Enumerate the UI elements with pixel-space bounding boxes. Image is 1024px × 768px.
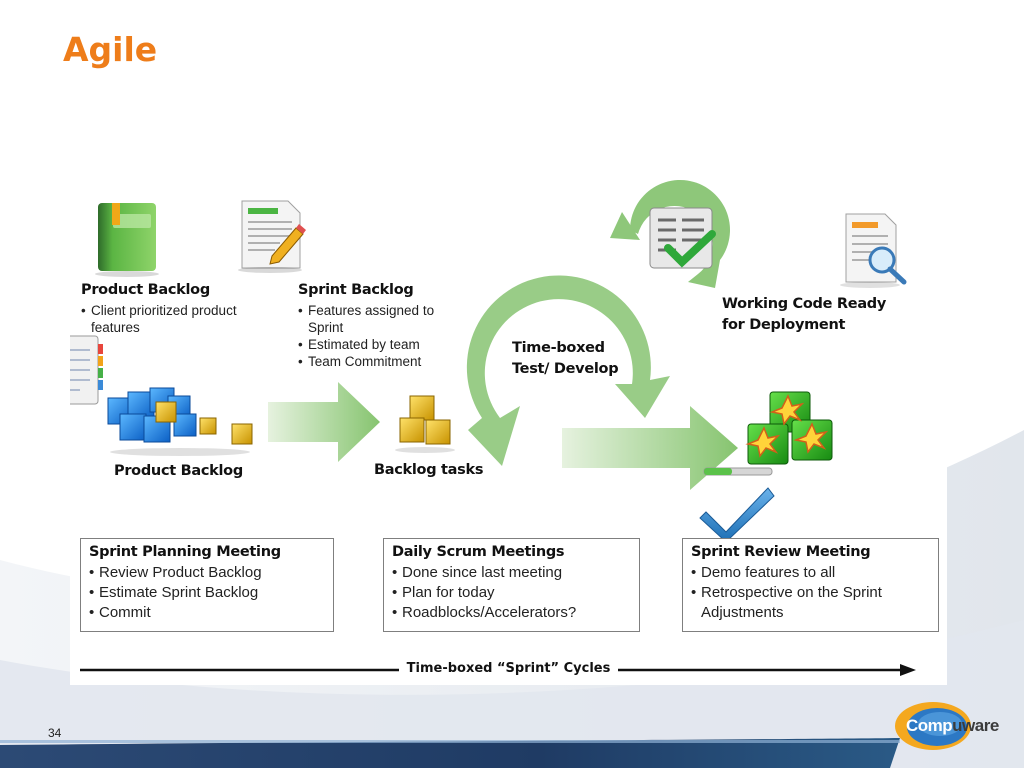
- deployment-cubes-icon: [745, 391, 833, 465]
- daily-scrum-bullets: Done since last meeting Plan for today R…: [392, 563, 631, 623]
- bullet-item: Retrospective on the Sprint Adjustments: [691, 583, 930, 623]
- bullet-item: Estimated by team: [298, 336, 458, 353]
- sprint-review-title: Sprint Review Meeting: [691, 544, 871, 560]
- flow-arrow-2: [562, 406, 738, 490]
- check-mark-icon: [699, 487, 775, 543]
- checklist-icon: [649, 207, 716, 269]
- notebook-icon: [70, 335, 103, 405]
- sprint-review-bullets: Demo features to all Retrospective on th…: [691, 563, 930, 623]
- product-backlog-label: Product Backlog: [114, 463, 243, 479]
- bullet-item: Plan for today: [392, 583, 631, 603]
- backlog-tasks-cubes-icon: [395, 395, 455, 453]
- bullet-item: Estimate Sprint Backlog: [89, 583, 325, 603]
- timeline-label: Time-boxed “Sprint” Cycles: [398, 661, 619, 676]
- working-code-line: Working Code Ready: [722, 296, 887, 312]
- bullet-item: Demo features to all: [691, 563, 930, 583]
- product-backlog-cubes-icon: [107, 387, 253, 456]
- document-search-icon: [840, 213, 907, 288]
- daily-loop-arrow: [630, 179, 730, 288]
- daily-scrum-title: Daily Scrum Meetings: [392, 544, 565, 560]
- bullet-item: Team Commitment: [298, 353, 458, 370]
- slide-title: Agile: [63, 30, 158, 69]
- sprint-backlog-heading: Sprint Backlog: [298, 282, 414, 298]
- document-pencil-icon: [238, 200, 306, 273]
- sprint-planning-bullets: Review Product Backlog Estimate Sprint B…: [89, 563, 325, 623]
- deployment-line: for Deployment: [722, 317, 846, 333]
- product-backlog-bullets: Client prioritized product features: [81, 302, 271, 336]
- logo-text-lead: Comp: [906, 716, 953, 735]
- page-number: 34: [48, 726, 62, 740]
- flow-arrow-1: [268, 382, 380, 462]
- test-develop-line: Test/ Develop: [512, 361, 619, 377]
- sprint-cycle-arrow: [466, 275, 670, 466]
- agile-process-diagram: Product Backlog Client prioritized produ…: [70, 170, 947, 685]
- sprint-backlog-bullets: Features assigned to Sprint Estimated by…: [298, 302, 458, 370]
- bullet-item: Features assigned to Sprint: [298, 302, 458, 336]
- bullet-item: Client prioritized product features: [81, 302, 271, 336]
- timeline-label-wrap: Time-boxed “Sprint” Cycles: [70, 661, 947, 676]
- daily-scrum-box: Daily Scrum Meetings Done since last mee…: [383, 538, 640, 632]
- bullet-item: Commit: [89, 603, 325, 623]
- backlog-tasks-label: Backlog tasks: [374, 462, 484, 478]
- time-boxed-label: Time-boxed Test/ Develop: [512, 338, 619, 380]
- sprint-planning-title: Sprint Planning Meeting: [89, 544, 281, 560]
- sprint-review-box: Sprint Review Meeting Demo features to a…: [682, 538, 939, 632]
- progress-bar: [703, 467, 773, 476]
- book-icon: [95, 203, 159, 277]
- logo-text-rest: uware: [952, 716, 999, 735]
- time-boxed-line: Time-boxed: [512, 340, 605, 356]
- bullet-item: Done since last meeting: [392, 563, 631, 583]
- bullet-item: Review Product Backlog: [89, 563, 325, 583]
- sprint-planning-box: Sprint Planning Meeting Review Product B…: [80, 538, 334, 632]
- daily-loop-arrowhead: [610, 212, 640, 240]
- compuware-logo-icon: [895, 702, 971, 750]
- working-code-label: Working Code Ready for Deployment: [722, 294, 886, 336]
- bullet-item: Roadblocks/Accelerators?: [392, 603, 631, 623]
- compuware-logo-text: Compuware: [906, 716, 999, 736]
- product-backlog-heading: Product Backlog: [81, 282, 210, 298]
- diagram-artwork: [70, 179, 916, 676]
